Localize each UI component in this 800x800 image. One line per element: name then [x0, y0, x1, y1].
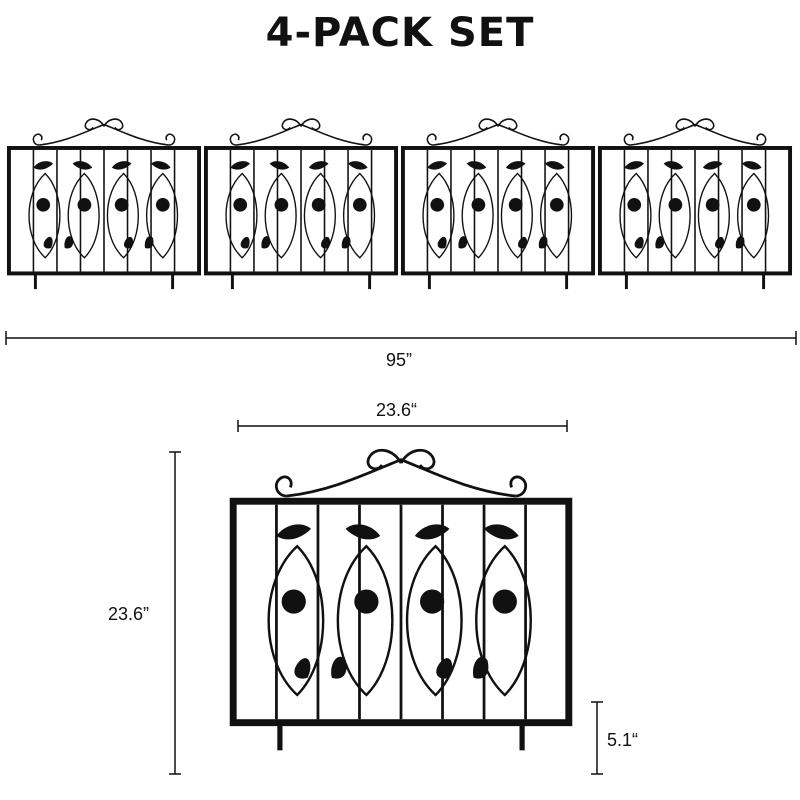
fence-panel-2	[206, 119, 396, 289]
fence-panel-large	[233, 450, 569, 750]
stake-length-label: 5.1“	[607, 730, 639, 750]
total-width-dimension-line	[5, 331, 797, 345]
panel-width-label: 23.6“	[376, 400, 418, 420]
panel-width-dimension-line	[237, 420, 568, 432]
fence-panel-3	[403, 119, 593, 289]
page-title: 4-PACK SET	[265, 10, 535, 56]
total-width-label: 95”	[386, 350, 413, 370]
fence-panel-1	[9, 119, 199, 289]
stake-length-dimension-line	[591, 701, 603, 775]
panel-height-label: 23.6”	[108, 604, 150, 624]
panel-height-dimension-line	[169, 451, 181, 775]
fence-panel-4	[600, 119, 790, 289]
